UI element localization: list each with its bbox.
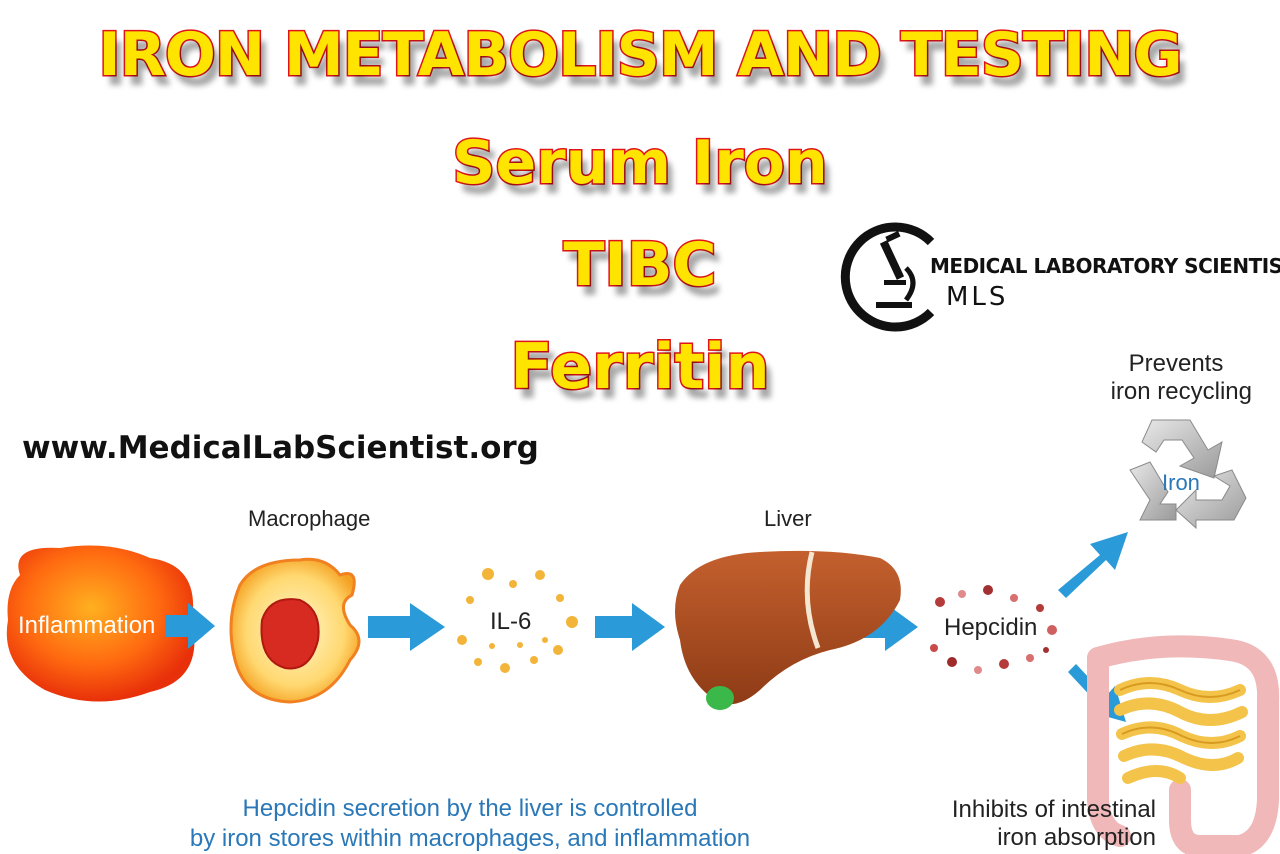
il6-label: IL-6 bbox=[490, 608, 532, 635]
mls-logo: MEDICAL LABORATORY SCIENTIST MLS bbox=[836, 220, 1280, 335]
hepcidin-label: Hepcidin bbox=[944, 614, 1038, 641]
inhibits-line1: Inhibits of intestinal bbox=[951, 796, 1156, 823]
prevents-line1: Prevents bbox=[1128, 350, 1224, 377]
subtitle-serum-iron: Serum Iron bbox=[451, 127, 829, 200]
subtitle-tibc: TIBC bbox=[562, 229, 718, 302]
liver-shape bbox=[675, 550, 901, 705]
arrow-3 bbox=[595, 603, 665, 651]
prevents-line2: iron recycling bbox=[1110, 378, 1252, 405]
hepcidin-dots bbox=[930, 585, 1057, 674]
caption-line2: by iron stores within macrophages, and i… bbox=[189, 825, 751, 852]
logo-name: MEDICAL LABORATORY SCIENTIST bbox=[930, 254, 1280, 278]
recycle-icon bbox=[1129, 419, 1247, 530]
subtitle-ferritin: Ferritin bbox=[509, 329, 771, 405]
inflammation-label: Inflammation bbox=[18, 612, 156, 639]
caption-line1: Hepcidin secretion by the liver is contr… bbox=[242, 795, 698, 822]
intestine bbox=[1087, 635, 1280, 854]
macrophage-label: Macrophage bbox=[248, 506, 371, 531]
logo-abbr: MLS bbox=[946, 282, 1009, 312]
inflammation-blob bbox=[6, 545, 195, 702]
inhibits-line2: iron absorption bbox=[997, 824, 1156, 851]
liver-label: Liver bbox=[764, 506, 812, 531]
iron-label: Iron bbox=[1162, 470, 1200, 495]
il6-dots bbox=[457, 568, 578, 673]
arrow-up bbox=[1058, 532, 1128, 598]
arrow-1 bbox=[165, 603, 215, 649]
gallbladder bbox=[706, 686, 734, 710]
microscope-icon bbox=[840, 222, 935, 332]
prevents-note: Prevents iron recycling bbox=[1060, 350, 1252, 406]
diagram-caption: Hepcidin secretion by the liver is contr… bbox=[180, 794, 760, 854]
arrow-2 bbox=[368, 603, 445, 651]
inhibits-note: Inhibits of intestinal iron absorption bbox=[940, 796, 1156, 852]
website-url[interactable]: www.MedicalLabScientist.org bbox=[22, 430, 539, 466]
main-title: IRON METABOLISM AND TESTING bbox=[97, 19, 1184, 92]
macrophage-nucleus bbox=[260, 598, 320, 670]
